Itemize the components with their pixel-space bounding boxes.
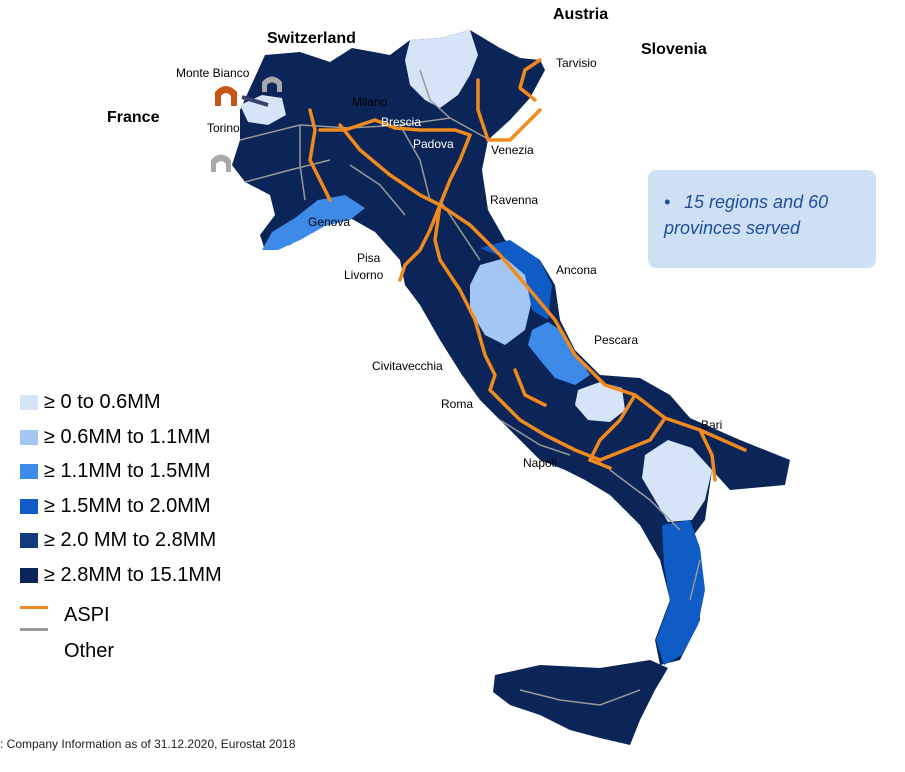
region-liguria — [262, 195, 365, 250]
city-label-torino: Torino — [207, 121, 240, 135]
legend-label-aspi: ASPI — [64, 604, 110, 626]
city-label-venezia: Venezia — [491, 143, 534, 157]
legend-item-band-5: ≥ 2.0 MM to 2.8MM — [20, 528, 216, 552]
city-label-genova: Genova — [308, 215, 351, 229]
legend-swatch — [20, 429, 38, 445]
city-label-pisa: Pisa — [357, 251, 381, 265]
legend-label: ≥ 1.1MM to 1.5MM — [44, 459, 211, 482]
country-label-austria: Austria — [553, 6, 609, 23]
city-label-monte-bianco: Monte Bianco — [176, 66, 250, 80]
region-trentino — [405, 30, 478, 108]
legend-swatch — [20, 532, 38, 548]
region-basilicata — [642, 440, 712, 522]
city-label-pescara: Pescara — [594, 333, 639, 347]
info-text: 15 regions and 60 provinces served — [664, 192, 829, 238]
legend-label-other: Other — [64, 640, 115, 662]
legend-label: ≥ 2.8MM to 15.1MM — [44, 563, 222, 586]
legend-swatch — [20, 498, 38, 514]
aspi-network — [308, 58, 747, 482]
city-label-ravenna: Ravenna — [490, 193, 539, 207]
city-label-brescia: Brescia — [381, 115, 422, 129]
region-molise — [575, 382, 625, 422]
city-label-ancona: Ancona — [556, 263, 597, 277]
tunnel-icon-gran-san-bernardo — [262, 76, 282, 92]
tunnel-icon-monte-bianco — [215, 86, 237, 106]
legend-line-aspi — [20, 606, 48, 609]
legend-line-other — [20, 628, 48, 631]
city-label-napoli: Napoli — [523, 456, 558, 470]
legend-item-band-4: ≥ 1.5MM to 2.0MM — [20, 494, 211, 518]
legend-item-band-3: ≥ 1.1MM to 1.5MM — [20, 459, 211, 483]
legend-label: ≥ 2.0 MM to 2.8MM — [44, 528, 217, 551]
legend-label: ≥ 1.5MM to 2.0MM — [44, 494, 211, 517]
legend-item-band-1: ≥ 0 to 0.6MM — [20, 390, 161, 414]
country-label-france: France — [107, 109, 160, 126]
city-label-padova: Padova — [413, 137, 454, 151]
region-abruzzo — [528, 322, 590, 385]
region-marche — [480, 240, 552, 320]
legend-label: ≥ 0 to 0.6MM — [44, 390, 161, 413]
city-label-roma: Roma — [441, 397, 474, 411]
legend-label: ≥ 0.6MM to 1.1MM — [44, 425, 211, 448]
info-bullet: • — [664, 192, 671, 212]
info-callout-box — [648, 170, 876, 268]
legend-swatch — [20, 463, 38, 479]
legend-item-band-2: ≥ 0.6MM to 1.1MM — [20, 425, 211, 449]
city-label-bari: Bari — [701, 418, 723, 432]
city-label-tarvisio: Tarvisio — [556, 56, 597, 70]
mainland-italy — [232, 30, 790, 665]
legend-item-band-6: ≥ 2.8MM to 15.1MM — [20, 563, 222, 587]
city-label-milano: Milano — [352, 95, 388, 109]
source-footnote: : Company Information as of 31.12.2020, … — [0, 737, 296, 751]
region-valle-daosta — [240, 95, 286, 125]
region-calabria — [656, 520, 705, 665]
legend-swatch — [20, 394, 38, 410]
country-label-slovenia: Slovenia — [641, 41, 707, 58]
city-label-civitavecchia: Civitavecchia — [372, 359, 443, 373]
monte-bianco-tunnel-line — [241, 95, 269, 107]
region-umbria — [470, 258, 532, 345]
tunnel-icon-frejus — [211, 154, 231, 172]
country-label-switzerland: Switzerland — [267, 30, 356, 47]
legend-swatch — [20, 567, 38, 583]
city-label-livorno: Livorno — [344, 268, 384, 282]
info-callout-text: •15 regions and 60 provinces served — [664, 189, 869, 241]
